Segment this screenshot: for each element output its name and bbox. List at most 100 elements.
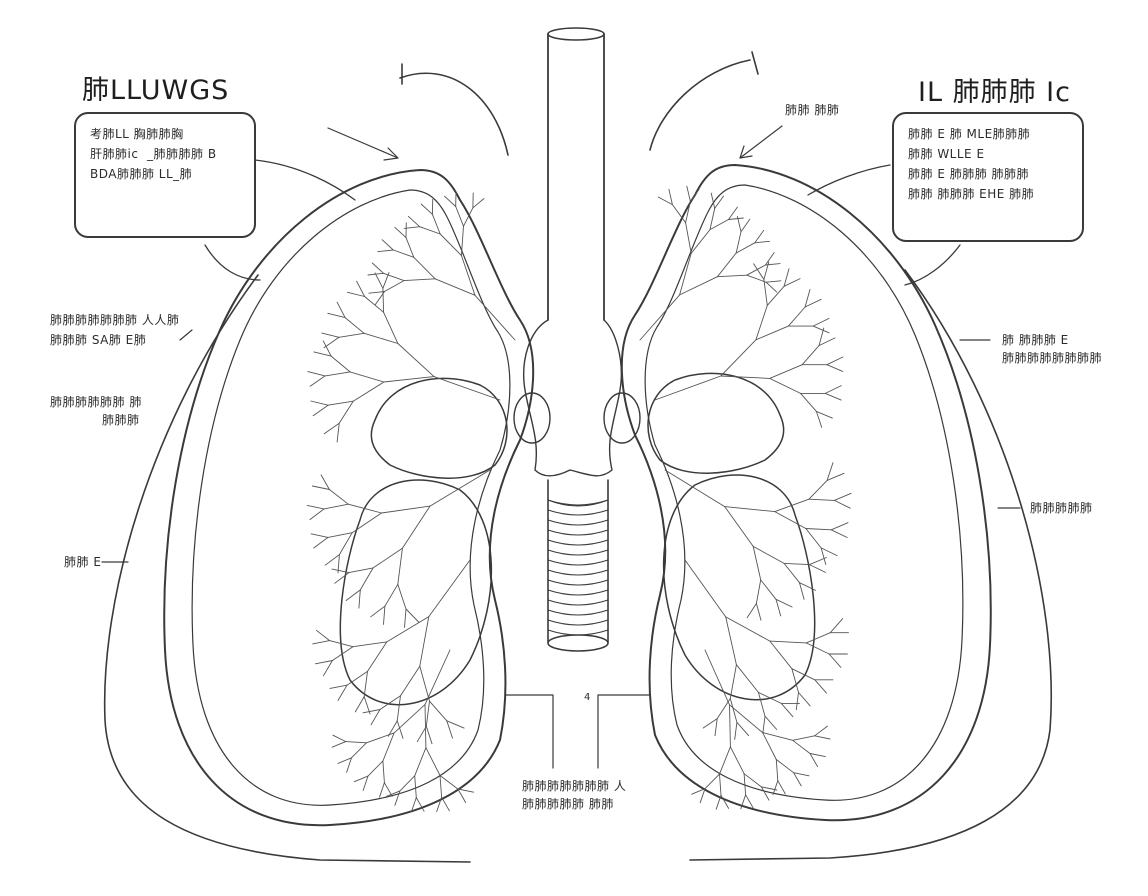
title-left: 肺LLUWGS bbox=[82, 75, 230, 106]
tube-ring bbox=[547, 499, 609, 506]
bronchiole bbox=[382, 732, 395, 762]
bronchiole bbox=[382, 287, 385, 313]
bronchiole bbox=[685, 222, 692, 254]
bronchiole bbox=[330, 355, 351, 373]
bronchiole bbox=[446, 720, 453, 739]
bronchiole bbox=[746, 274, 767, 283]
bronchiole bbox=[729, 704, 764, 734]
body-outline-right bbox=[689, 269, 1053, 861]
bronchiole bbox=[374, 272, 384, 289]
callout-curve-right-2 bbox=[807, 164, 891, 196]
bronchiole bbox=[780, 702, 794, 718]
bronchiole bbox=[397, 583, 407, 610]
bronchiole bbox=[424, 704, 427, 749]
bronchiole bbox=[772, 780, 779, 796]
bronchiole bbox=[414, 747, 427, 777]
bronchiole bbox=[321, 332, 340, 338]
bronchiole bbox=[337, 757, 352, 764]
bronchiole bbox=[684, 559, 727, 618]
bronchiole bbox=[757, 691, 782, 704]
bronchiole bbox=[444, 195, 457, 207]
bronchiole bbox=[704, 649, 730, 706]
bronchiole bbox=[331, 741, 347, 748]
bronchiole bbox=[338, 400, 354, 424]
bronchiole bbox=[826, 364, 844, 372]
bronchiole bbox=[820, 547, 827, 565]
bronchiole bbox=[383, 272, 405, 282]
bronchiole bbox=[734, 721, 738, 740]
label-left-2a: 肺肺肺肺肺肺 肺 bbox=[50, 395, 142, 409]
bronchiole bbox=[368, 291, 385, 294]
bronchiole bbox=[405, 608, 420, 623]
bronchiole bbox=[814, 735, 831, 740]
bronchiole bbox=[824, 385, 842, 394]
bronchiole bbox=[403, 278, 436, 282]
callout-curve-right bbox=[904, 244, 961, 286]
bronchiole bbox=[474, 294, 516, 341]
bronchiole bbox=[657, 196, 673, 206]
label-bottom-2: 肺肺肺肺肺 肺肺 bbox=[522, 797, 614, 811]
bronchiole bbox=[419, 226, 441, 235]
bronchiole bbox=[367, 760, 384, 777]
bronchiole bbox=[429, 469, 491, 507]
bronchiole bbox=[826, 462, 834, 481]
bronchiole bbox=[709, 219, 729, 231]
bronchiole bbox=[329, 684, 348, 689]
bronchiole bbox=[760, 579, 777, 600]
bronchiole bbox=[729, 698, 738, 723]
bronchiole bbox=[401, 505, 431, 549]
bronchiole bbox=[769, 377, 802, 394]
bronchiole bbox=[729, 746, 745, 775]
bronchiole bbox=[809, 753, 826, 758]
bronchiole bbox=[383, 311, 399, 344]
bronchiole bbox=[324, 371, 351, 377]
callout-box-left: 考肺LL 胸肺肺胸 肝肺肺ic _肺肺肺肺 B BDA肺肺肺 LL_肺 bbox=[74, 112, 256, 238]
bronchiole bbox=[809, 564, 826, 573]
bronchiole bbox=[320, 474, 330, 490]
bronchiole bbox=[805, 528, 832, 531]
bronchiole bbox=[420, 203, 433, 215]
right-lower-lobe bbox=[662, 474, 816, 701]
bronchiole bbox=[714, 718, 718, 737]
right-lung bbox=[620, 164, 992, 822]
callout-left-line-3: BDA肺肺肺 LL_肺 bbox=[90, 167, 193, 181]
bronchiole bbox=[370, 709, 381, 726]
bronchiole bbox=[323, 336, 340, 349]
bottom-leader-right bbox=[597, 694, 651, 769]
label-bottom-mark: 4 bbox=[584, 692, 591, 703]
bronchiole bbox=[685, 200, 691, 224]
bronchiole bbox=[385, 790, 401, 798]
bronchiole bbox=[358, 589, 361, 609]
bronchiole bbox=[808, 479, 828, 500]
tube-ring bbox=[547, 609, 609, 616]
left-lung bbox=[163, 169, 535, 827]
callout-left-line-1: 考肺LL 胸肺肺胸 bbox=[90, 127, 184, 141]
label-right-1b: 肺肺肺肺肺肺肺肺 bbox=[1002, 351, 1103, 365]
bronchiole bbox=[311, 485, 330, 490]
bronchiole bbox=[397, 547, 403, 585]
bronchiole bbox=[736, 721, 750, 737]
bronchiole bbox=[809, 557, 827, 566]
bronchiole bbox=[416, 725, 427, 743]
bronchiole bbox=[400, 665, 421, 697]
bronchiole bbox=[735, 664, 759, 693]
bronchiole bbox=[787, 306, 806, 327]
bronchiole bbox=[799, 582, 816, 591]
bronchiole bbox=[429, 700, 448, 722]
bronchiole bbox=[826, 356, 844, 366]
bronchiole bbox=[314, 660, 333, 665]
left-lower-lobe bbox=[339, 479, 493, 706]
bronchiole bbox=[327, 312, 346, 319]
bronchiole bbox=[824, 392, 842, 401]
tube-ring bbox=[547, 509, 609, 516]
bronchiole bbox=[719, 773, 722, 796]
tube-ring bbox=[547, 539, 609, 546]
bronchiole bbox=[828, 653, 842, 668]
bronchiole bbox=[720, 794, 730, 809]
bronchiole bbox=[460, 255, 476, 296]
label-right-2: 肺肺肺肺肺 bbox=[1030, 501, 1093, 515]
bronchiole bbox=[397, 343, 435, 378]
bronchiole bbox=[826, 472, 845, 481]
bronchiole bbox=[815, 410, 823, 428]
